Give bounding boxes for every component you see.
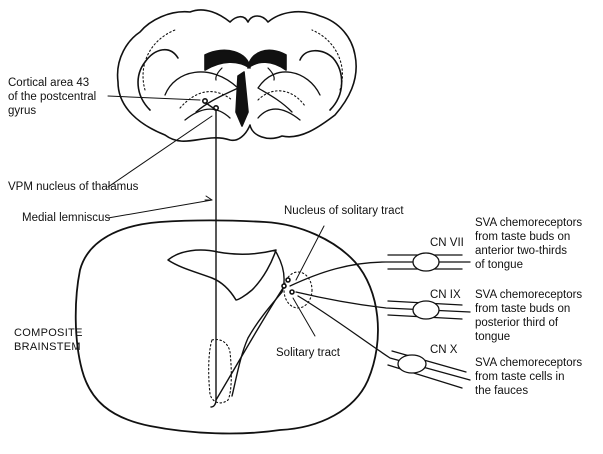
cortical-area-line-1: Cortical area 43 bbox=[8, 77, 90, 89]
sva-cn-vii-label: SVA chemoreceptors from taste buds on an… bbox=[475, 216, 582, 272]
medial-lemniscus-tract bbox=[210, 109, 217, 408]
composite-brainstem-line-2: BRAINSTEM bbox=[14, 341, 81, 353]
sva-cn-vii-line-1: SVA chemoreceptors bbox=[475, 217, 583, 229]
sva-cn-vii-line-4: of tongue bbox=[475, 259, 523, 271]
cn-ix-label: CN IX bbox=[430, 289, 461, 301]
cortical-area-line-2: of the postcentral bbox=[8, 91, 97, 103]
cn-vii-label: CN VII bbox=[430, 237, 464, 249]
medial-lemniscus-label: Medial lemniscus bbox=[22, 212, 111, 224]
cortex-neuron bbox=[202, 98, 209, 105]
solitary-tract-label: Solitary tract bbox=[276, 347, 340, 359]
sva-cn-vii-line-3: anterior two-thirds bbox=[475, 245, 568, 257]
vpm-nucleus-label: VPM nucleus of thalamus bbox=[8, 181, 139, 193]
sva-cn-x-line-3: the fauces bbox=[475, 385, 529, 397]
nucleus-solitary-tract-label: Nucleus of solitary tract bbox=[284, 205, 404, 217]
sva-cn-ix-line-3: posterior third of bbox=[475, 317, 559, 329]
sva-cn-ix-line-4: tongue bbox=[475, 331, 511, 343]
sva-cn-ix-label: SVA chemoreceptors from taste buds on po… bbox=[475, 288, 582, 344]
cortical-area-line-3: gyrus bbox=[8, 105, 37, 117]
sva-cn-ix-line-2: from taste buds on bbox=[475, 303, 571, 315]
cranial-nerve-fibers bbox=[289, 252, 471, 389]
composite-brainstem-label: COMPOSITE BRAINSTEM bbox=[14, 326, 83, 354]
sva-cn-x-line-1: SVA chemoreceptors bbox=[475, 357, 583, 369]
sva-cn-vii-line-2: from taste buds on bbox=[475, 231, 571, 243]
composite-brainstem-line-1: COMPOSITE bbox=[14, 327, 83, 339]
sva-cn-ix-line-1: SVA chemoreceptors bbox=[475, 289, 583, 301]
sva-cn-x-label: SVA chemoreceptors from taste cells in t… bbox=[475, 356, 582, 398]
cn-x-label: CN X bbox=[430, 344, 458, 356]
composite-brainstem-outline bbox=[74, 219, 379, 435]
cortical-area-label: Cortical area 43 of the postcentral gyru… bbox=[8, 76, 96, 118]
brain-coronal-section bbox=[116, 9, 357, 142]
sva-cn-x-line-2: from taste cells in bbox=[475, 371, 565, 383]
